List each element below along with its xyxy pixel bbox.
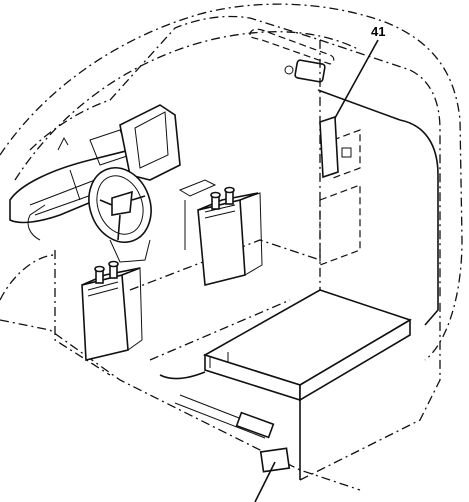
door-frame-right [319,39,441,300]
battery-front-side [121,267,143,351]
console-screen [134,111,169,169]
cabinet-edge-detail [209,352,229,368]
floor-mid-line [129,239,321,291]
floor-front-edge [54,250,111,376]
right-wall-upper [317,89,401,121]
battery-front [81,273,129,362]
battery-rear-side [239,192,263,276]
top-console-outline [249,28,335,65]
side-step-plate [235,411,275,439]
battery-rear-terminals [204,186,236,219]
battery-bracket [178,179,217,250]
right-wall-panel [399,119,439,326]
rear-panel-outline [319,184,361,266]
callout-41-target [319,115,339,179]
callout-41-label: 41 [371,24,386,39]
cab-inner-roof [14,31,361,181]
floor-step-edge [159,371,206,380]
lower-component-box [259,447,291,473]
overhead-camera [284,59,326,83]
cab-roof-outline [0,3,463,361]
bottom-leader-line [254,461,276,502]
steering-wheel [88,167,152,243]
floor-rear-line [149,299,291,361]
steering-hub [99,190,146,241]
wheel-arch [0,254,56,301]
sensor-box-outline [332,129,361,179]
left-seat-base [27,204,46,241]
windshield-frame [29,15,321,370]
callout-41-leader [334,39,379,119]
cabinet-side [299,318,411,402]
rear-lower-outline [299,300,441,481]
center-console [119,104,181,181]
battery-rear [197,199,246,287]
steering-column-base [109,239,151,263]
sensor-box-square [341,147,352,158]
antenna-mark [57,136,69,151]
battery-front-terminals [87,260,119,297]
floor-left-edge [0,319,361,491]
